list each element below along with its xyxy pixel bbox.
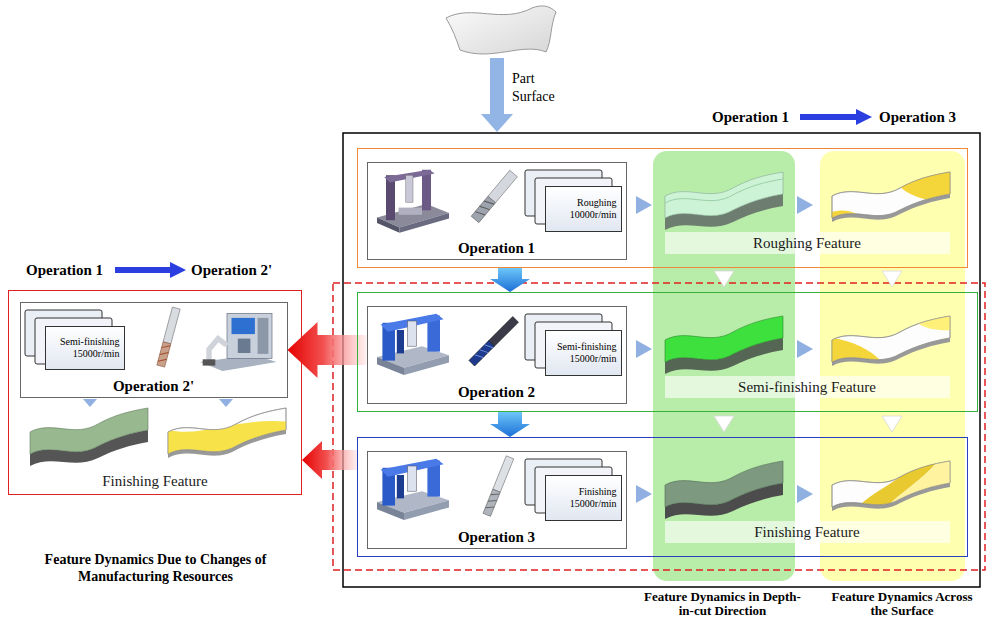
cutting-parameter: Semi-finishing 15000r/min (550, 341, 617, 365)
feature-label: Semi-finishing Feature (665, 376, 950, 398)
dynamics-caption-slot: Feature Dynamics Due to Changes of Manuf… (18, 552, 293, 586)
flow-arrow (302, 441, 357, 479)
operation-panel: Roughing Feature Operation 1 Roughing 1000… (357, 148, 968, 268)
cutting-parameter: Finishing 15000r/min (550, 486, 617, 510)
operation-panel: Finishing Feature Operation 3 Finishing 15… (357, 437, 968, 557)
finishing-surface-figure (832, 461, 954, 521)
sequence-label-slot: Operation 1 (26, 261, 114, 279)
process-frame (343, 133, 980, 587)
alternative-panel: Finishing Feature Operation 2' Semi-finish… (8, 290, 302, 495)
parameter-card: Roughing 10000r/min (545, 186, 622, 232)
finishing-resources (377, 456, 813, 520)
operation-box: Operation 2' Semi-finishing 15000r/min (20, 302, 288, 398)
surface-band (820, 151, 965, 581)
parameter-card: Semi-finishing 15000r/min (45, 326, 125, 370)
operation-panel: Semi-finishing Feature Operation 2 Semi-fi… (357, 292, 978, 412)
sequence-label: Operation 1 (26, 261, 114, 279)
operation-name: Operation 2' (113, 377, 194, 395)
sequence-arrow (800, 109, 872, 125)
roughing-depth-figure (665, 172, 783, 230)
dynamics-caption: Feature Dynamics Across the Surface (827, 590, 977, 619)
parameter-card: Semi-finishing 15000r/min (545, 330, 622, 376)
sequence-arrow (115, 262, 186, 278)
sequence-label-slot: Operation 2' (191, 261, 291, 279)
part-label-slot: Part Surface (512, 70, 570, 105)
depth-band (653, 151, 795, 581)
semi-finishing-resources (377, 314, 813, 375)
alternative-depth-figure (30, 408, 148, 466)
parameter-card: Finishing 15000r/min (545, 475, 622, 521)
sequence-label: Operation 1 (712, 108, 800, 126)
change-region (333, 283, 985, 570)
semi-finishing-surface-figure (832, 312, 954, 376)
sequence-label-slot: Operation 1 (712, 108, 800, 126)
feature-label: Finishing Feature (20, 470, 291, 492)
semi-finishing-depth-figure (665, 316, 783, 374)
alternative-resources (25, 307, 277, 407)
flow-arrow (490, 268, 530, 292)
input-arrow (481, 58, 513, 132)
operation-box: Operation 1 Roughing 10000r/min (367, 162, 627, 260)
operation-box: Operation 2 Semi-finishing 15000r/min (367, 306, 627, 404)
feature-label: Roughing Feature (665, 232, 950, 254)
dynamics-caption-slot: Feature Dynamics Across the Surface (827, 590, 977, 619)
alternative-surface-figure (168, 408, 290, 468)
finishing-depth-figure (665, 461, 783, 519)
roughing-resources (377, 170, 813, 233)
operation-name: Operation 2 (458, 383, 535, 401)
flow-arrow (490, 412, 530, 437)
flow-arrow (288, 322, 367, 378)
dynamics-caption: Feature Dynamics Due to Changes of Manuf… (18, 552, 293, 586)
operation-name: Operation 3 (458, 528, 535, 546)
sequence-label-slot: Operation 3 (879, 108, 979, 126)
cutting-parameter: Semi-finishing 15000r/min (50, 336, 120, 360)
part-surface (446, 6, 556, 54)
operation-box: Operation 3 Finishing 15000r/min (367, 451, 627, 549)
cutting-parameter: Roughing 10000r/min (550, 197, 617, 221)
roughing-surface-figure (832, 168, 954, 232)
operation-name: Operation 1 (458, 239, 535, 257)
dynamics-caption: Feature Dynamics in Depth-in-cut Directi… (640, 590, 805, 619)
sequence-label: Operation 2' (191, 261, 291, 279)
feature-label: Finishing Feature (665, 521, 950, 543)
dynamics-caption-slot: Feature Dynamics in Depth-in-cut Directi… (640, 590, 805, 619)
part-label: Part Surface (512, 70, 570, 105)
sequence-label: Operation 3 (879, 108, 979, 126)
